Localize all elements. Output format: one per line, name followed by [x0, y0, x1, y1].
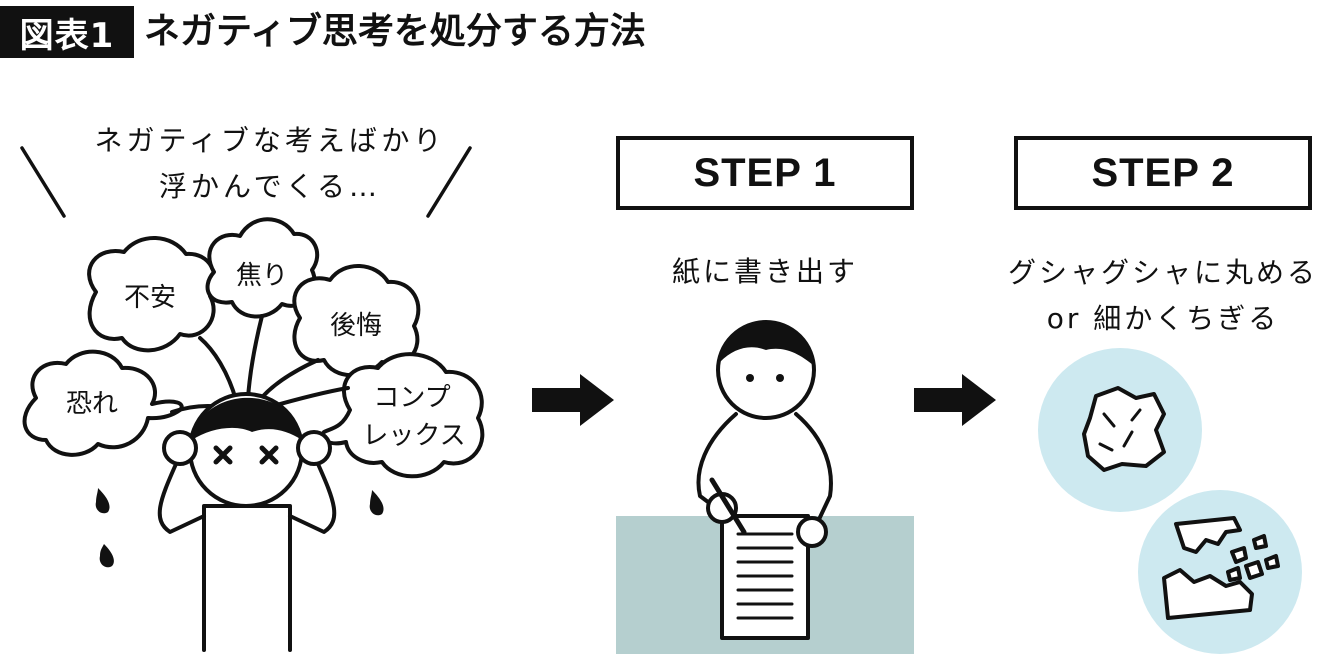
worry-regret: 後悔	[330, 311, 382, 341]
step-2-caption: グシャグシャに丸める or 細かくちぎる	[990, 250, 1336, 342]
bubble-regret	[292, 264, 421, 378]
worry-complex-2: レックス	[362, 421, 465, 451]
arrow-right-icon-2	[914, 374, 996, 426]
crumpled-paper-icon	[1038, 348, 1202, 512]
writing-person-icon	[616, 320, 914, 654]
worry-anxiety: 不安	[124, 283, 176, 313]
bubble-impatience	[205, 217, 320, 319]
step-2-caption-line-2: or 細かくちぎる	[1046, 302, 1280, 335]
step-1-box: STEP 1	[616, 136, 914, 210]
intro-left-slash	[20, 146, 66, 218]
page-title: ネガティブ思考を処分する方法	[144, 11, 646, 52]
arrow-right-icon	[532, 374, 614, 426]
worry-fear: 恐れ	[66, 389, 118, 419]
intro-line-1: ネガティブな考えばかり	[94, 124, 446, 157]
figure-badge: 図表1	[0, 6, 134, 58]
step-2-box: STEP 2	[1014, 136, 1312, 210]
confused-person-icon	[22, 217, 485, 652]
worry-complex-1: コンプ	[373, 383, 450, 413]
step-2-caption-line-1: グシャグシャに丸める	[1007, 256, 1318, 289]
intro-line-2: 浮かんでくる…	[158, 170, 382, 203]
torn-paper-icon	[1138, 490, 1302, 654]
intro-right-slash	[426, 146, 472, 218]
step-1-caption: 紙に書き出す	[671, 255, 858, 288]
intro-caption: ネガティブな考えばかり 浮かんでくる…	[40, 118, 500, 210]
worry-impatience: 焦り	[236, 261, 288, 291]
